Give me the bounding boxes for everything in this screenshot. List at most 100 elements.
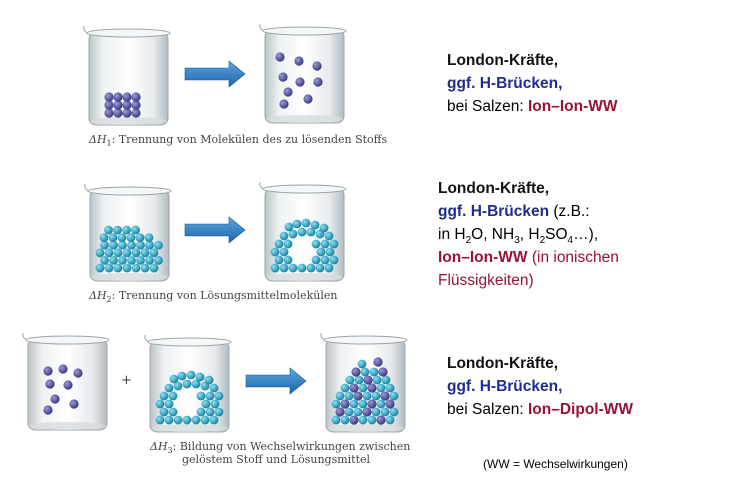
- solvent-particle: [329, 255, 339, 265]
- solvent-particle: [122, 248, 132, 258]
- solvent-particle: [164, 415, 174, 425]
- solute-particle: [50, 394, 60, 404]
- arrow-shape: [184, 216, 246, 244]
- solute-particle: [275, 52, 285, 62]
- block1-line1: London-Kräfte,: [447, 52, 559, 69]
- solvent-particle: [297, 227, 307, 237]
- beaker: [259, 23, 347, 124]
- solute-particle: [122, 92, 132, 102]
- solvent-particle: [270, 247, 280, 257]
- solvent-particle: [126, 233, 136, 243]
- solute-particle: [45, 379, 55, 389]
- solute-particle: [104, 108, 114, 118]
- solute-particle: [131, 92, 141, 102]
- solvent-particle: [311, 255, 321, 265]
- solvent-particle: [297, 263, 307, 273]
- solvent-particle: [335, 391, 345, 401]
- solute-particle: [385, 399, 395, 409]
- solute-particle: [312, 61, 322, 71]
- solvent-particle: [131, 248, 141, 258]
- solute-particle: [69, 399, 79, 409]
- solvent-particle: [274, 255, 284, 265]
- beaker-spout: [83, 25, 88, 34]
- solute-particle: [353, 391, 363, 401]
- solvent-particle: [210, 399, 220, 409]
- solvent-particle: [349, 399, 359, 409]
- block1-line2: ggf. H-Brücken,: [447, 75, 563, 92]
- solvent-particle: [306, 263, 316, 273]
- solvent-particle: [367, 415, 377, 425]
- solvent-particle: [381, 375, 391, 385]
- solvent-particle: [164, 399, 174, 409]
- solvent-particle: [100, 256, 109, 265]
- solvent-particle: [145, 240, 154, 250]
- solvent-particle: [331, 415, 341, 425]
- solute-particle: [376, 415, 386, 425]
- solute-particle: [131, 108, 141, 118]
- block2-line3: in H2O, NH3, H2SO4…),: [438, 226, 599, 247]
- solute-particle: [63, 380, 73, 390]
- block3-line2: ggf. H-Brücken,: [447, 378, 563, 395]
- solvent-particle: [144, 233, 154, 243]
- solute-particle: [283, 87, 293, 97]
- beaker-spout: [144, 334, 149, 343]
- solute-particle: [362, 407, 372, 417]
- solvent-particle: [283, 239, 293, 249]
- solvent-particle: [113, 263, 123, 273]
- arrow-shape: [245, 367, 307, 395]
- solvent-particle: [205, 391, 215, 401]
- solvent-particle: [320, 239, 330, 249]
- solvent-particle: [310, 220, 320, 230]
- solute-particle: [113, 108, 123, 118]
- solvent-particle: [214, 391, 224, 401]
- solvent-particle: [371, 391, 381, 401]
- solvent-particle: [324, 231, 334, 241]
- beaker-rim: [147, 337, 232, 347]
- arrow-shape: [184, 60, 246, 88]
- beaker-rim: [86, 28, 171, 38]
- solvent-particle: [325, 247, 335, 257]
- solvent-particle: [145, 256, 154, 265]
- block2-line2: ggf. H-Brücken (z.B.:: [438, 203, 590, 220]
- solvent-particle: [319, 223, 329, 233]
- interactions-block-3: London-Kräfte, ggf. H-Brücken, bei Salze…: [447, 352, 633, 421]
- solvent-particle: [283, 255, 293, 265]
- solvent-particle: [117, 233, 127, 243]
- block2-line1: London-Kräfte,: [438, 180, 550, 197]
- solute-particle: [363, 375, 373, 385]
- solvent-particle: [205, 407, 215, 417]
- beaker-spout: [84, 183, 89, 192]
- solute-particle: [279, 99, 289, 109]
- beaker-body: [264, 29, 345, 124]
- solvent-particle: [118, 240, 127, 250]
- solvent-particle: [362, 391, 372, 401]
- solvent-particle: [173, 415, 183, 425]
- solvent-particle: [320, 255, 330, 265]
- solvent-particle: [149, 248, 159, 258]
- reaction-arrow: [245, 367, 307, 395]
- solute-particle: [380, 391, 390, 401]
- solvent-particle: [204, 375, 214, 385]
- beaker-base: [151, 424, 228, 432]
- solvent-particle: [385, 415, 395, 425]
- solvent-particle: [154, 240, 163, 250]
- solute-particle: [113, 92, 123, 102]
- reaction-arrow: [184, 60, 246, 88]
- solvent-particle: [371, 407, 381, 417]
- solvent-particle: [353, 407, 363, 417]
- solvent-particle: [173, 381, 183, 391]
- solvent-particle: [191, 415, 201, 425]
- beaker-base: [266, 273, 343, 281]
- solvent-particle: [385, 383, 395, 393]
- solvent-particle: [149, 263, 159, 273]
- solvent-particle: [159, 407, 169, 417]
- solvent-particle: [288, 263, 298, 273]
- solvent-particle: [122, 263, 132, 273]
- solvent-particle: [95, 248, 105, 258]
- solvent-particle: [168, 407, 178, 417]
- beaker-base: [91, 273, 168, 281]
- beaker-rim: [262, 184, 347, 194]
- solvent-particle: [177, 371, 187, 381]
- solvent-particle: [122, 225, 131, 235]
